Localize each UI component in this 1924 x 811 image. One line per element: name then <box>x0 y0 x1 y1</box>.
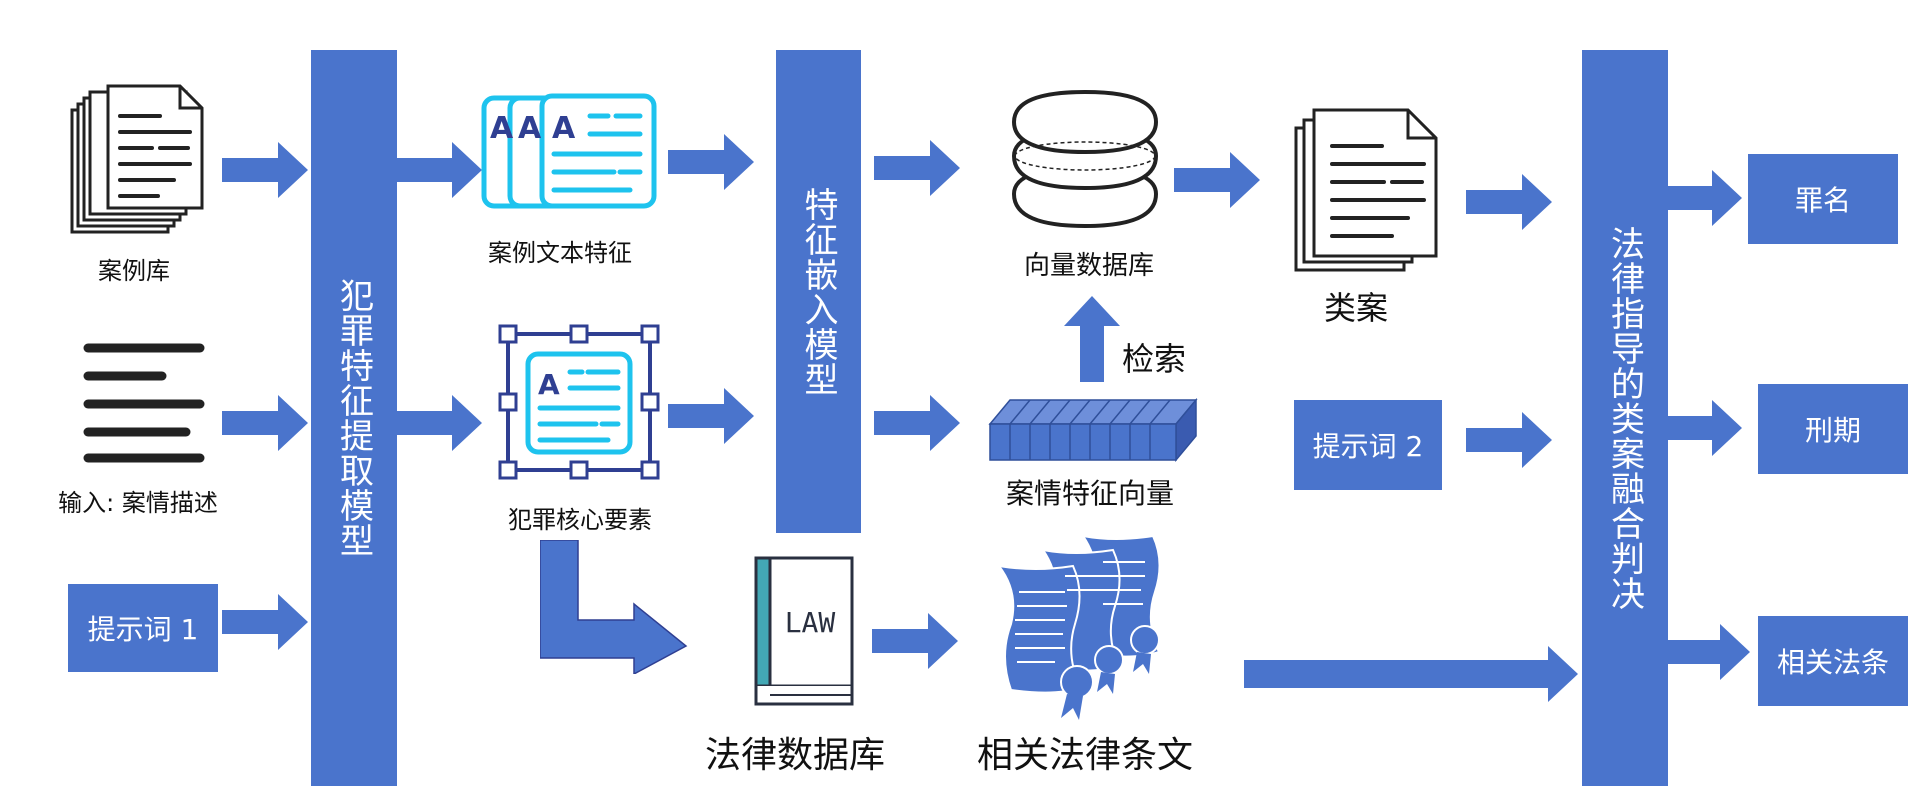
arrow-embedding-to-vector-db <box>874 140 960 196</box>
arrow-core-elements-to-embedding <box>668 388 754 444</box>
arrow-text-features-to-embedding <box>668 134 754 190</box>
law-book-icon: LAW <box>752 556 856 708</box>
arrow-similar-cases-to-judgment <box>1466 174 1552 230</box>
case-text-features-label: 案例文本特征 <box>488 239 632 267</box>
charge-label: 罪名 <box>1794 184 1851 217</box>
documents-icon <box>1292 106 1442 274</box>
case-description-label: 输入: 案情描述 <box>58 489 218 517</box>
arrow-case-description <box>222 395 308 451</box>
prompt-2-box: 提示词 2 <box>1294 400 1442 490</box>
retrieve-label: 检索 <box>1121 340 1187 378</box>
svg-text:A: A <box>518 111 542 146</box>
svg-text:A: A <box>552 111 576 146</box>
arrow-articles-to-judgment <box>1244 646 1578 702</box>
arrow-to-relevant-articles <box>1664 624 1750 680</box>
selection-card-icon: A <box>496 322 662 482</box>
arrow-to-charge <box>1656 170 1742 226</box>
prompt-1-box: 提示词 1 <box>68 584 218 672</box>
vector-bar-icon <box>986 396 1198 462</box>
database-icon <box>1010 86 1160 236</box>
arrow-case-library <box>222 142 308 198</box>
extraction-model-bar: 犯罪特征提取模型 <box>311 50 397 786</box>
prompt-2-label: 提示词 2 <box>1312 430 1424 463</box>
judgment-model-bar: 法律指导的类案融合判决 <box>1582 50 1668 786</box>
judgment-model-label: 法律指导的类案融合判决 <box>1604 225 1645 611</box>
arrow-to-sentence <box>1656 400 1742 456</box>
arrow-retrieve-up <box>1064 296 1120 382</box>
crime-core-elements-label: 犯罪核心要素 <box>508 506 652 534</box>
law-book-label: LAW <box>785 606 836 639</box>
similar-cases-label: 类案 <box>1323 289 1389 327</box>
embedding-model-bar: 特征嵌入模型 <box>776 50 861 533</box>
relevant-articles-box: 相关法条 <box>1758 616 1908 706</box>
case-feature-vector-label: 案情特征向量 <box>1005 477 1175 510</box>
svg-text:A: A <box>538 368 560 401</box>
document-stack-icon <box>68 82 208 242</box>
law-scrolls-icon <box>985 532 1203 724</box>
related-law-articles-label: 相关法律条文 <box>976 735 1194 776</box>
extraction-model-label: 犯罪特征提取模型 <box>333 278 374 558</box>
law-db-label: 法律数据库 <box>704 735 886 776</box>
arrow-embedding-to-vector <box>874 395 960 451</box>
arrow-prompt-1 <box>222 594 308 650</box>
arrow-core-elements-to-law-db <box>540 540 688 674</box>
case-library-label: 案例库 <box>98 257 170 285</box>
sentence-label: 刑期 <box>1804 414 1861 447</box>
svg-text:A: A <box>490 111 514 146</box>
arrow-to-text-features <box>396 142 482 198</box>
text-lines-icon <box>82 340 206 466</box>
charge-box: 罪名 <box>1748 154 1898 244</box>
embedding-model-label: 特征嵌入模型 <box>798 186 838 397</box>
arrow-vector-db-to-similar-cases <box>1174 152 1260 208</box>
feature-cards-icon: A A A <box>480 92 660 210</box>
vector-db-label: 向量数据库 <box>1023 251 1155 281</box>
arrow-prompt-2-to-judgment <box>1466 412 1552 468</box>
arrow-law-db-to-articles <box>872 613 958 669</box>
arrow-to-core-elements <box>396 395 482 451</box>
prompt-1-label: 提示词 1 <box>87 613 199 646</box>
relevant-articles-label: 相关法条 <box>1776 646 1889 679</box>
sentence-box: 刑期 <box>1758 384 1908 474</box>
